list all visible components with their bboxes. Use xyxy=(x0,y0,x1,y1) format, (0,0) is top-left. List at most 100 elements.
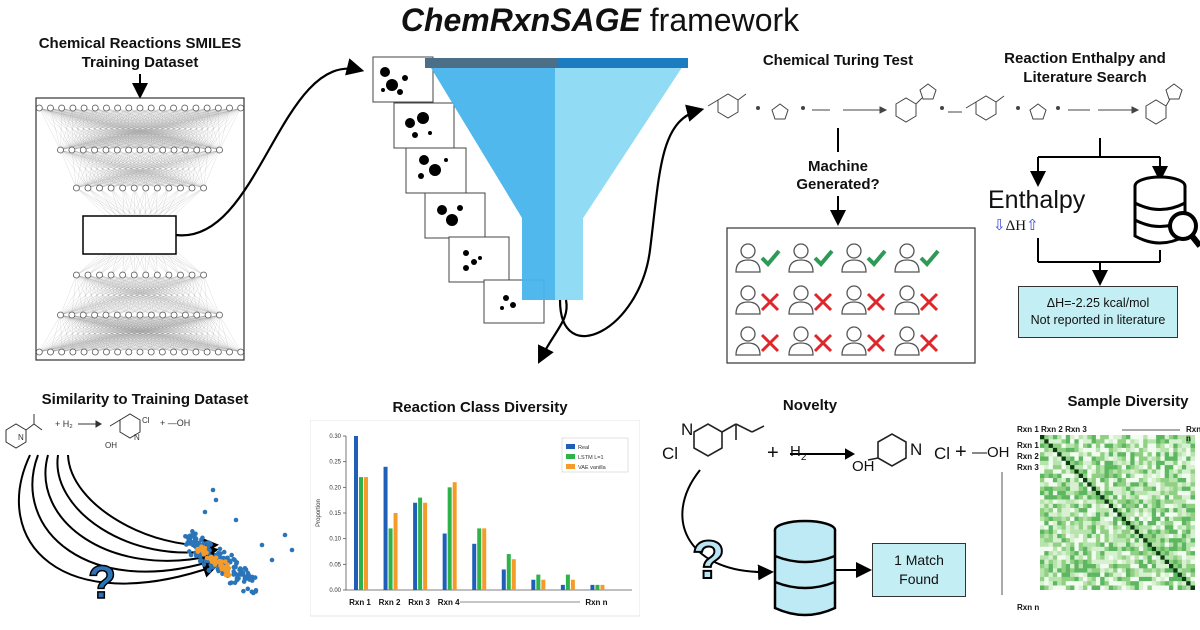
cross-icon xyxy=(866,333,886,353)
bar xyxy=(560,584,565,590)
turing-grid xyxy=(735,243,940,356)
novelty-cl-left: Cl xyxy=(662,444,679,463)
bar xyxy=(423,502,428,590)
novelty-plus-2: + xyxy=(955,441,967,463)
y-tick-label: 0.30 xyxy=(329,434,341,440)
bar xyxy=(388,528,393,590)
bar xyxy=(482,528,487,590)
person-icon xyxy=(894,285,920,315)
x-category-label: Rxn 2 xyxy=(379,598,401,607)
novelty-h2-sub: 2 xyxy=(800,452,807,463)
turing-question: Machine Generated? xyxy=(778,158,898,194)
novelty-h2: H2 xyxy=(790,443,806,463)
framework-name: ChemRxnSAGE xyxy=(400,2,641,38)
person-icon xyxy=(894,326,920,356)
sample-row-1: Rxn 1 xyxy=(1017,441,1039,450)
bar xyxy=(536,574,541,590)
framework-title: ChemRxnSAGE framework xyxy=(0,2,1200,39)
bar xyxy=(595,584,600,590)
bar xyxy=(531,579,536,590)
bar xyxy=(413,502,418,590)
novelty-oh: —OH xyxy=(972,444,1010,461)
cross-icon xyxy=(760,333,780,353)
novelty-question-mark: ? xyxy=(692,530,725,590)
check-icon xyxy=(866,249,887,267)
sample-col-2: Rxn 2 xyxy=(1041,425,1063,434)
sample-title: Sample Diversity xyxy=(1067,393,1189,410)
bar xyxy=(359,477,363,590)
training-title: Chemical Reactions SMILES Training Datas… xyxy=(10,34,270,72)
turing-question-line1: Machine xyxy=(807,158,868,175)
sample-col-last: Rxn n xyxy=(1186,425,1200,443)
sample-col-1: Rxn 1 xyxy=(1017,425,1039,434)
latent-box xyxy=(82,215,177,255)
x-category-label: Rxn 3 xyxy=(408,598,430,607)
novelty-cl-right: Cl xyxy=(934,444,951,463)
sample-row-3: Rxn 3 xyxy=(1017,463,1039,472)
bar xyxy=(541,579,546,590)
check-icon xyxy=(760,249,781,267)
bar xyxy=(590,584,595,590)
bar xyxy=(600,584,605,590)
y-tick-label: 0.15 xyxy=(329,511,341,517)
person-icon xyxy=(735,285,761,315)
similarity-scheme: N + H₂ OH N Cl + —OH xyxy=(5,413,190,450)
enthalpy-title-line1: Reaction Enthalpy and xyxy=(1004,50,1166,67)
novelty-n-left: N xyxy=(681,420,694,439)
svg-text:+ —OH: + —OH xyxy=(160,418,190,428)
person-icon xyxy=(735,326,761,356)
bar xyxy=(418,497,423,590)
funnel xyxy=(425,58,688,300)
arrow-down-icon: ⇩ xyxy=(993,218,1006,234)
bar xyxy=(565,574,570,590)
cross-icon xyxy=(919,292,939,312)
turing-reaction-scheme xyxy=(707,83,1183,125)
similarity-title: Similarity to Training Dataset xyxy=(41,391,249,408)
arrow-up-icon: ⇧ xyxy=(1026,218,1039,234)
legend-swatch xyxy=(566,444,575,449)
cross-icon xyxy=(919,333,939,353)
person-icon xyxy=(788,285,814,315)
legend-label: Real xyxy=(578,445,589,451)
novelty-n-right: N xyxy=(910,440,923,459)
bar xyxy=(354,436,358,590)
svg-text:N: N xyxy=(18,433,24,442)
match-line2: Found xyxy=(899,571,939,587)
person-icon xyxy=(788,243,814,273)
enthalpy-title-line2: Literature Search xyxy=(1023,69,1147,86)
turing-question-line2: Generated? xyxy=(796,176,880,193)
cross-icon xyxy=(813,292,833,312)
enthalpy-result-line2: Not reported in literature xyxy=(1030,313,1166,327)
x-category-label: Rxn 4 xyxy=(438,598,460,607)
training-title-line1: Chemical Reactions SMILES xyxy=(38,35,242,52)
legend-label: VAE vanilla xyxy=(578,465,607,471)
legend-swatch xyxy=(566,454,575,459)
arrow-to-diversity xyxy=(538,299,568,364)
bar xyxy=(442,533,447,590)
enthalpy-title: Reaction Enthalpy and Literature Search xyxy=(985,49,1185,87)
bar xyxy=(570,579,575,590)
framework-suffix: framework xyxy=(640,2,800,38)
similarity-arrows xyxy=(18,454,219,585)
enthalpy-result-box: ΔH=-2.25 kcal/mol Not reported in litera… xyxy=(1018,286,1178,338)
enthalpy-delta: ⇩ΔH⇧ xyxy=(993,216,1039,235)
sample-diversity-heatmap xyxy=(1040,435,1195,590)
cross-icon xyxy=(760,292,780,312)
enthalpy-branches xyxy=(1030,138,1168,286)
cross-icon xyxy=(866,292,886,312)
person-icon xyxy=(841,243,867,273)
match-result-box: 1 Match Found xyxy=(872,543,966,597)
sample-col-labels: Rxn 1 Rxn 2 Rxn 3 xyxy=(1017,425,1087,434)
training-title-line2: Training Dataset xyxy=(81,54,199,71)
similarity-scatter xyxy=(183,487,295,596)
y-axis-label: Proportion xyxy=(316,499,322,527)
novelty-title: Novelty xyxy=(782,397,838,414)
svg-text:OH: OH xyxy=(105,441,117,450)
novelty-h: H xyxy=(790,443,801,460)
match-line1: 1 Match xyxy=(894,552,944,568)
y-tick-label: 0.00 xyxy=(329,588,341,594)
novelty-plus-1: + xyxy=(767,442,779,464)
novelty-arrows xyxy=(681,448,872,581)
similarity-question-mark: ? xyxy=(88,556,116,608)
novelty-molecules xyxy=(693,423,907,467)
